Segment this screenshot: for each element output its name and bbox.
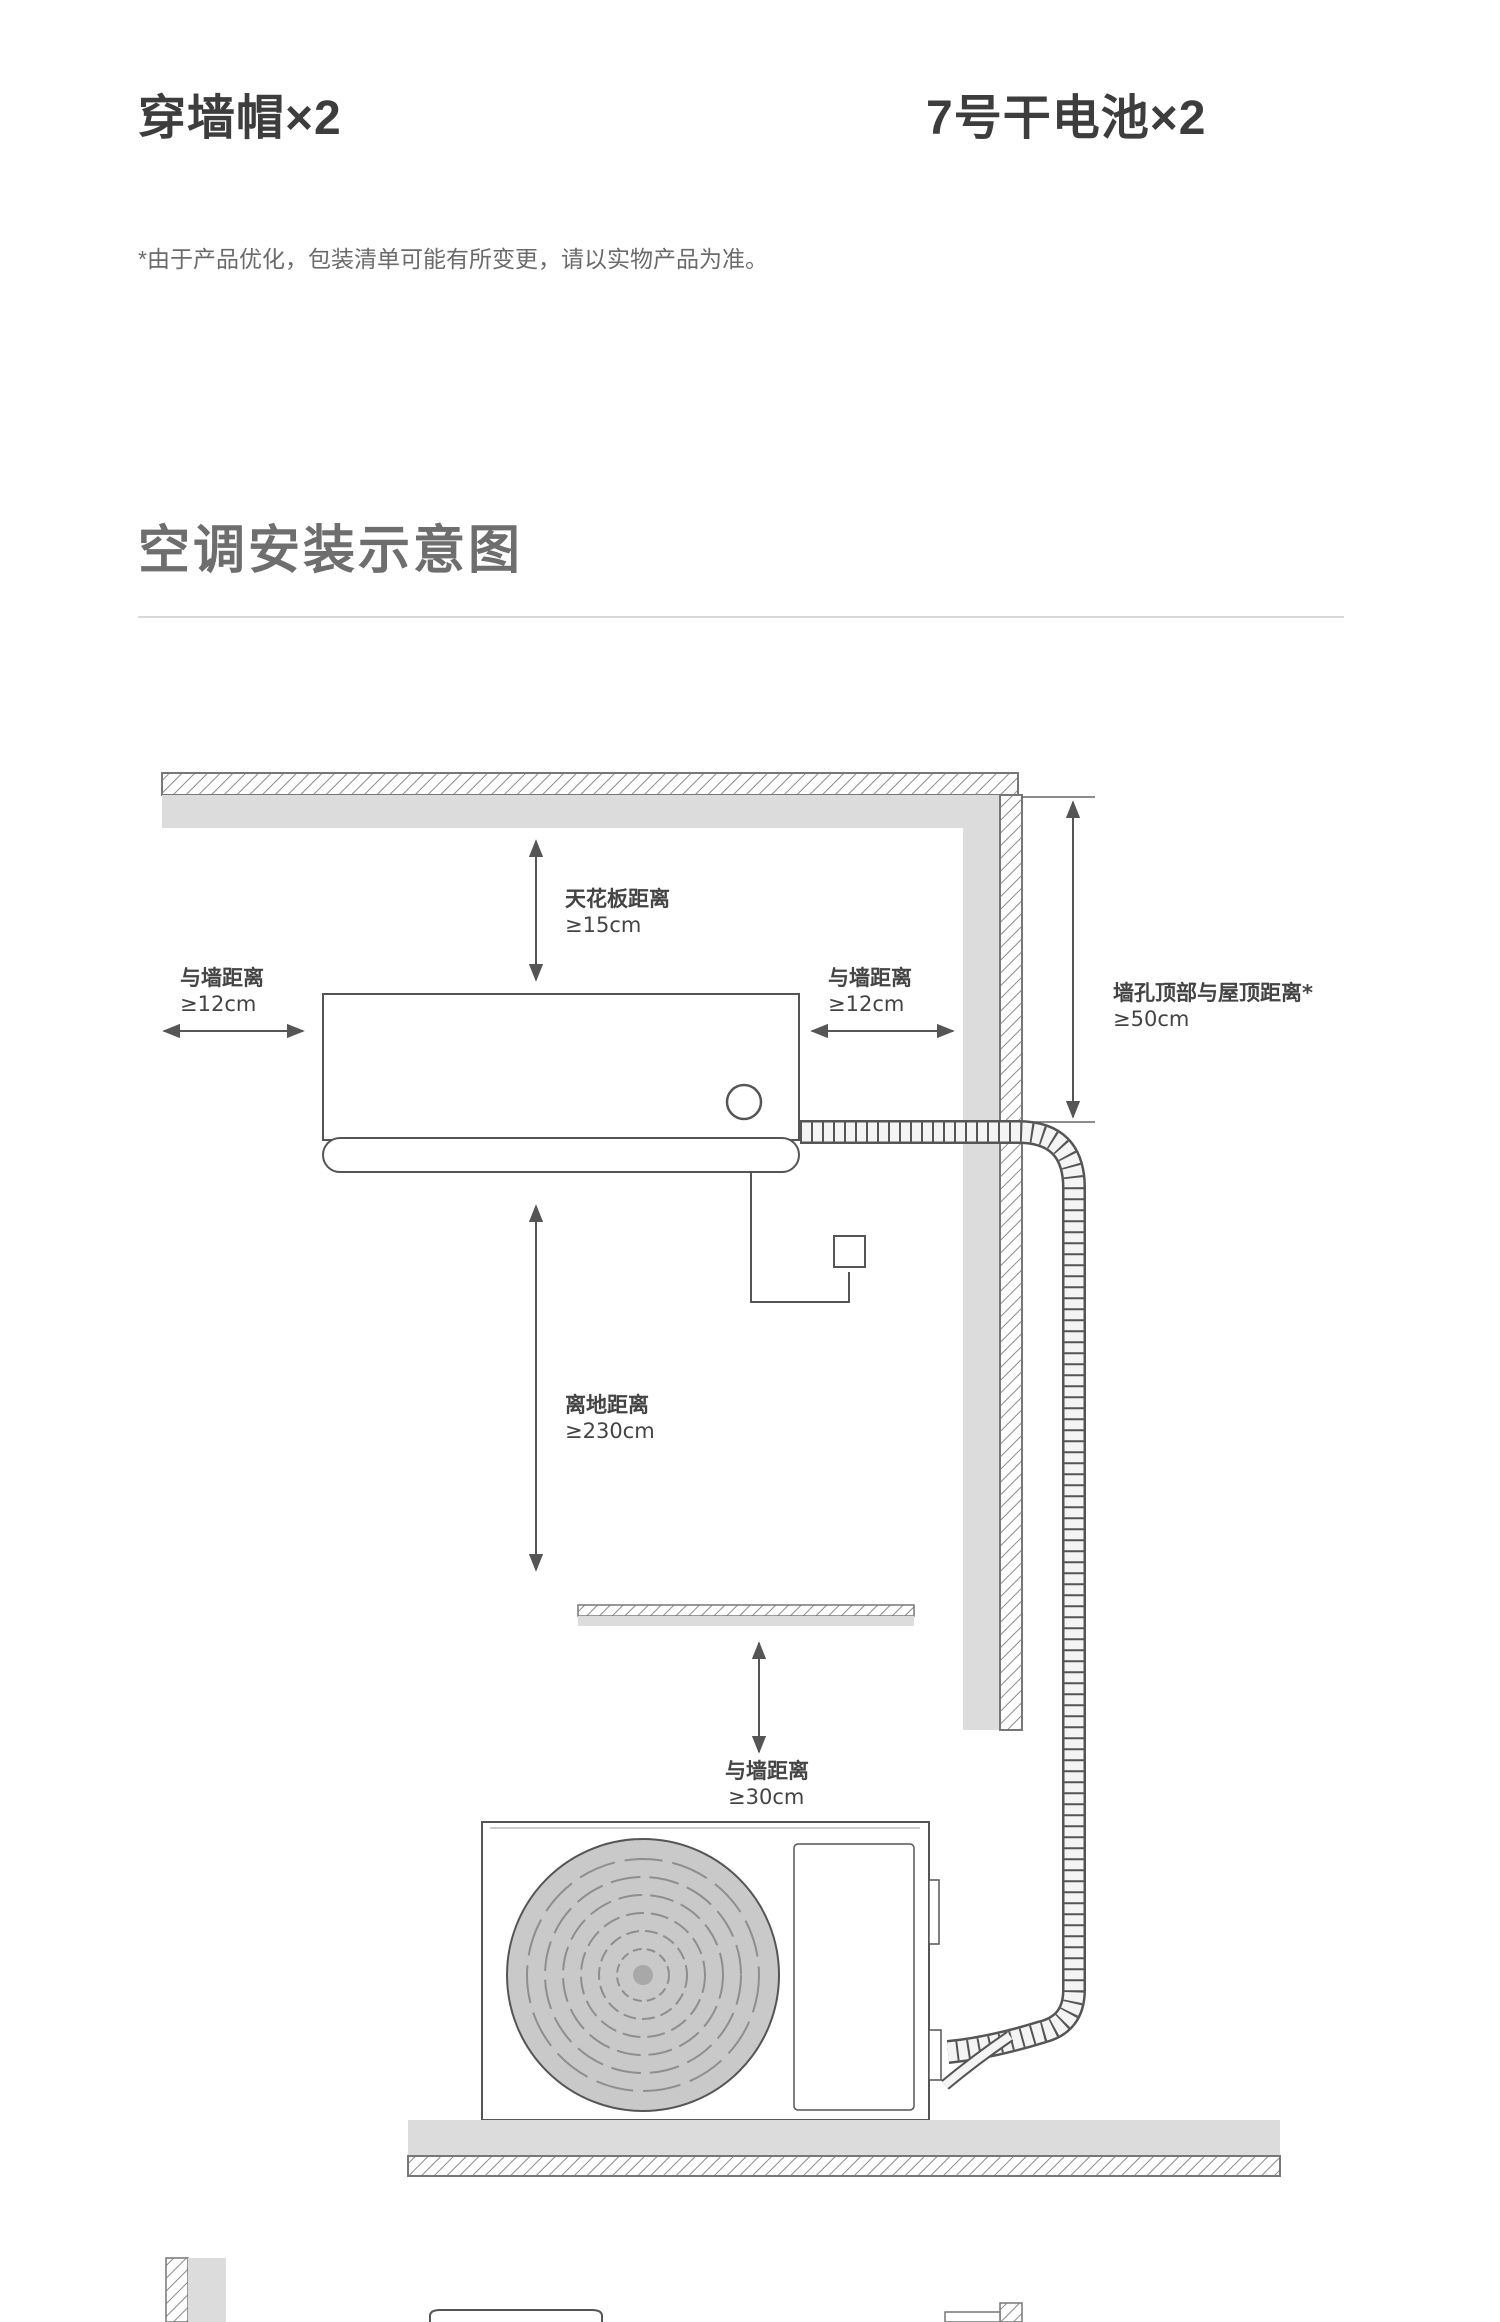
left-wall-dimension: 与墙距离 ≥12cm — [162, 966, 305, 1039]
right-wall-value: ≥12cm — [828, 992, 904, 1016]
outdoor-value: ≥30cm — [728, 1785, 804, 1809]
section-title: 空调安装示意图 — [138, 522, 524, 580]
right-wall-dimension: 与墙距离 ≥12cm — [810, 966, 955, 1039]
socket-icon — [833, 1235, 866, 1268]
refrigerant-hose — [800, 1120, 1086, 2090]
floor-label: 离地距离 — [565, 1393, 649, 1417]
roof-label: 墙孔顶部与屋顶距离* — [1113, 981, 1313, 1005]
outdoor-label: 与墙距离 — [725, 1759, 809, 1783]
left-wall-value: ≥12cm — [180, 992, 256, 1016]
accessory-aaa-battery: 7号干电池×2 — [926, 92, 1207, 145]
ceiling-value: ≥15cm — [565, 913, 641, 937]
roof-dimension: 墙孔顶部与屋顶距离* ≥50cm — [1022, 796, 1313, 1123]
power-cord — [750, 1172, 866, 1303]
outdoor-unit — [481, 1821, 942, 2121]
ceiling-dimension: 天花板距离 ≥15cm — [528, 839, 670, 982]
floor-dimension: 离地距离 ≥230cm — [528, 1204, 655, 1572]
indoor-display-icon — [725, 1083, 763, 1121]
ceiling-wall — [161, 772, 1023, 1731]
outdoor-fan-icon — [506, 1838, 780, 2112]
accessory-wall-cap: 穿墙帽×2 — [138, 92, 342, 145]
left-wall-label: 与墙距离 — [180, 966, 264, 990]
right-wall-label: 与墙距离 — [828, 966, 912, 990]
section-divider — [138, 616, 1344, 618]
ground — [407, 2120, 1281, 2177]
packing-note: *由于产品优化，包装清单可能有所变更，请以实物产品为准。 — [138, 246, 768, 272]
floor-value: ≥230cm — [565, 1419, 655, 1443]
next-diagram-preview — [165, 2257, 1023, 2322]
roof-value: ≥50cm — [1113, 1007, 1189, 1031]
ceiling-label: 天花板距离 — [565, 887, 670, 911]
indoor-unit — [322, 993, 800, 1173]
outdoor-back-wall — [577, 1604, 915, 1626]
outdoor-dimension: 与墙距离 ≥30cm — [725, 1641, 809, 1809]
